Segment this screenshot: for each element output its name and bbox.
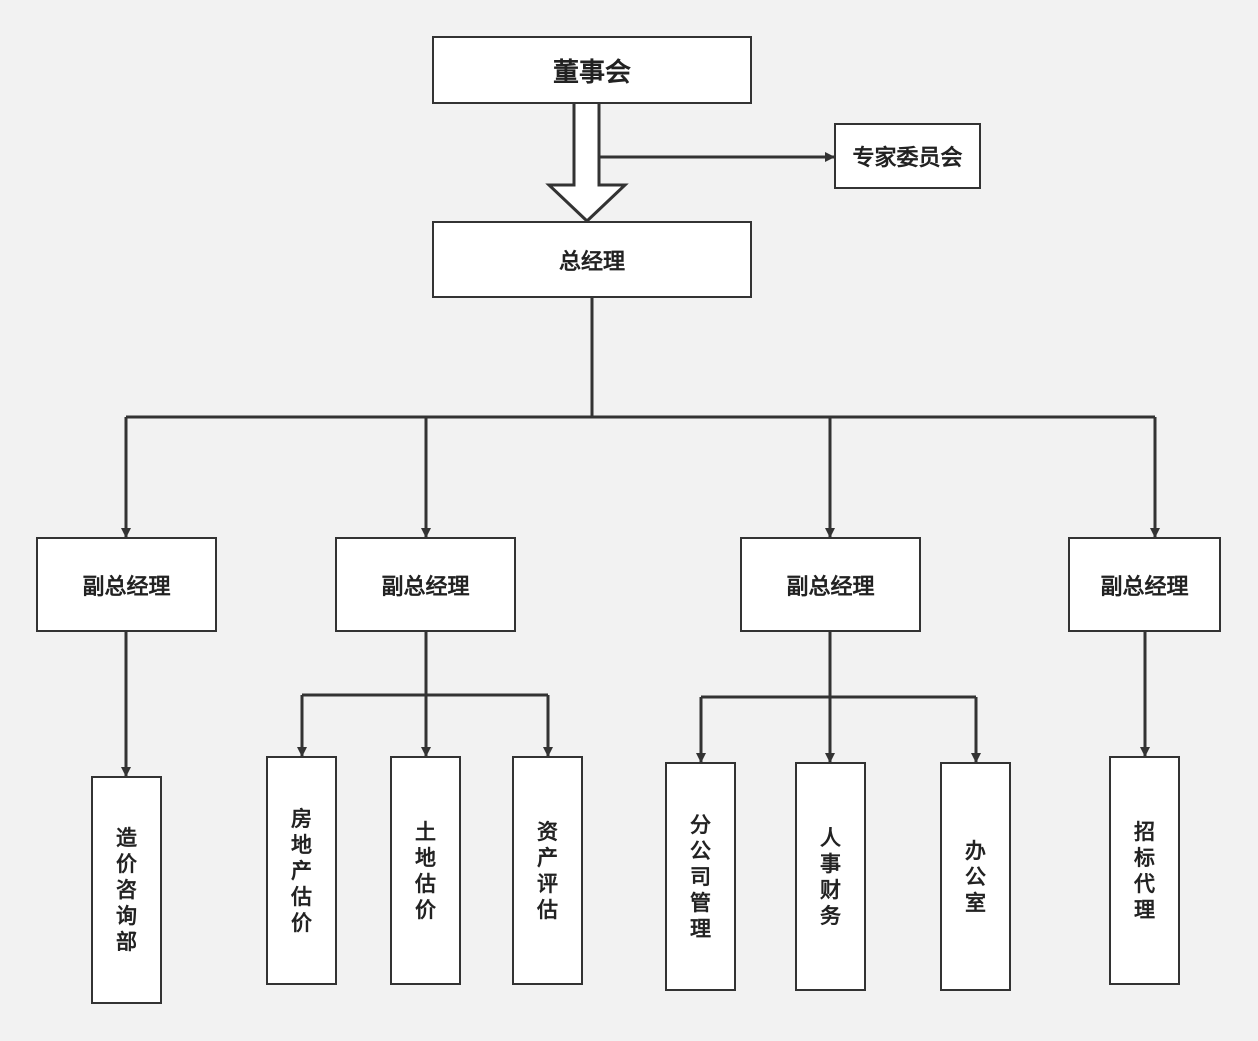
dept-box-7: 办 公 室 xyxy=(940,762,1011,991)
dept-label-2: 房 地 产 估 价 xyxy=(291,806,312,935)
gm-label: 总经理 xyxy=(558,249,625,275)
dept-box-3: 土 地 估 价 xyxy=(390,756,461,985)
vice-gm-box-3: 副总经理 xyxy=(740,537,921,632)
dept-label-1: 造 价 咨 询 部 xyxy=(116,826,137,954)
dept-label-6: 人 事 财 务 xyxy=(820,825,841,928)
dept-box-2: 房 地 产 估 价 xyxy=(266,756,337,985)
dept-box-8: 招 标 代 理 xyxy=(1109,756,1180,985)
dept-box-1: 造 价 咨 询 部 xyxy=(91,776,162,1004)
board-to-gm-block-arrow xyxy=(545,104,629,224)
dept-label-4: 资 产 评 估 xyxy=(537,819,558,922)
dept-box-5: 分 公 司 管 理 xyxy=(665,762,736,991)
vice-gm-box-2: 副总经理 xyxy=(335,537,516,632)
gm-box: 总经理 xyxy=(432,221,752,298)
board-label: 董事会 xyxy=(552,57,631,88)
dept-label-5: 分 公 司 管 理 xyxy=(690,812,711,941)
vice-gm-label-3: 副总经理 xyxy=(786,574,875,600)
board-box: 董事会 xyxy=(432,36,752,104)
vice-gm-box-1: 副总经理 xyxy=(36,537,217,632)
dept-box-6: 人 事 财 务 xyxy=(795,762,866,991)
dept-label-8: 招 标 代 理 xyxy=(1134,819,1155,922)
vice-gm-label-2: 副总经理 xyxy=(381,574,470,600)
vice-gm-label-1: 副总经理 xyxy=(82,574,171,600)
dept-label-7: 办 公 室 xyxy=(965,838,986,915)
experts-box: 专家委员会 xyxy=(834,123,981,189)
vice-gm-label-4: 副总经理 xyxy=(1100,574,1189,600)
dept-label-3: 土 地 估 价 xyxy=(415,819,436,922)
dept-box-4: 资 产 评 估 xyxy=(512,756,583,985)
experts-label: 专家委员会 xyxy=(852,146,963,171)
vice-gm-box-4: 副总经理 xyxy=(1068,537,1221,632)
